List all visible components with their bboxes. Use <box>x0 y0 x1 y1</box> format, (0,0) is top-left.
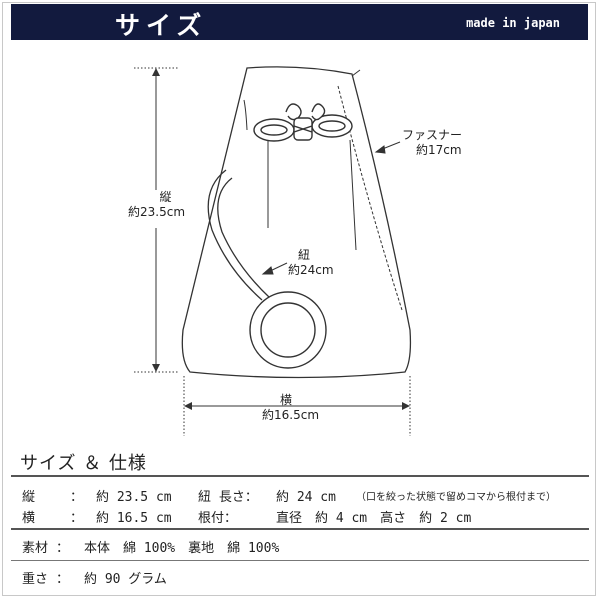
spec-section-title: サイズ ＆ 仕様 <box>20 453 147 474</box>
spec-cord-length-note: （口を絞った状態で留めコマから根付まで） <box>356 492 556 503</box>
spec-divider-top <box>11 475 589 477</box>
bag-outline <box>181 66 412 379</box>
cord-label-value: 約24cm <box>288 263 334 277</box>
spec-width-colon: ： <box>70 511 84 526</box>
cord-strap <box>207 169 271 301</box>
height-dimension <box>134 67 178 373</box>
header-bar: サイズ made in japan <box>11 4 588 40</box>
height-label: 縦 約23.5cm <box>128 190 185 220</box>
spec-cord-length-value: 約 24 cm <box>276 490 336 505</box>
spec-divider-mid <box>11 528 589 530</box>
spec-height-colon: ： <box>70 490 84 505</box>
spec-cord-length-label: 紐 長さ： <box>198 490 258 505</box>
spec-netsuke-label: 根付： <box>198 511 238 526</box>
spec-weight-colon: ： <box>56 572 70 587</box>
spec-width-label: 横 <box>22 511 36 526</box>
spec-weight-label: 重さ <box>22 572 49 587</box>
height-label-value: 約23.5cm <box>128 205 186 219</box>
spec-material-colon: ： <box>56 541 70 556</box>
spec-material-value: 本体 綿 100% 裏地 綿 100% <box>84 541 280 556</box>
zipper-arrow-icon <box>374 141 401 154</box>
spec-width-value: 約 16.5 cm <box>96 511 172 526</box>
width-label-name: 横 <box>280 393 293 407</box>
zipper-label-value: 約17cm <box>416 143 462 157</box>
width-dimension <box>183 376 411 436</box>
cord-label-name: 紐 <box>298 248 311 262</box>
zipper-label-name: ファスナー <box>402 128 463 142</box>
spec-divider-low <box>11 560 589 561</box>
height-label-name: 縦 <box>159 190 172 204</box>
spec-weight-value: 約 90 グラム <box>84 572 167 587</box>
spec-height-value: 約 23.5 cm <box>96 490 172 505</box>
spec-material-label: 素材 <box>22 541 49 556</box>
spec-height-label: 縦 <box>22 490 36 505</box>
knot-icon <box>253 103 353 142</box>
zipper-label: ファスナー 約17cm <box>402 128 462 158</box>
spec-netsuke-value: 直径 約 4 cm 高さ 約 2 cm <box>276 511 472 526</box>
cord-label: 紐 約24cm <box>288 248 334 278</box>
ring-netsuke-icon <box>249 291 327 369</box>
made-in-japan-label: made in japan <box>466 16 560 30</box>
width-label: 横 約16.5cm <box>262 393 319 423</box>
cord-arrow-icon <box>261 262 288 275</box>
page-title: サイズ <box>115 11 208 40</box>
bag-diagram <box>134 66 412 436</box>
width-label-value: 約16.5cm <box>262 408 320 422</box>
